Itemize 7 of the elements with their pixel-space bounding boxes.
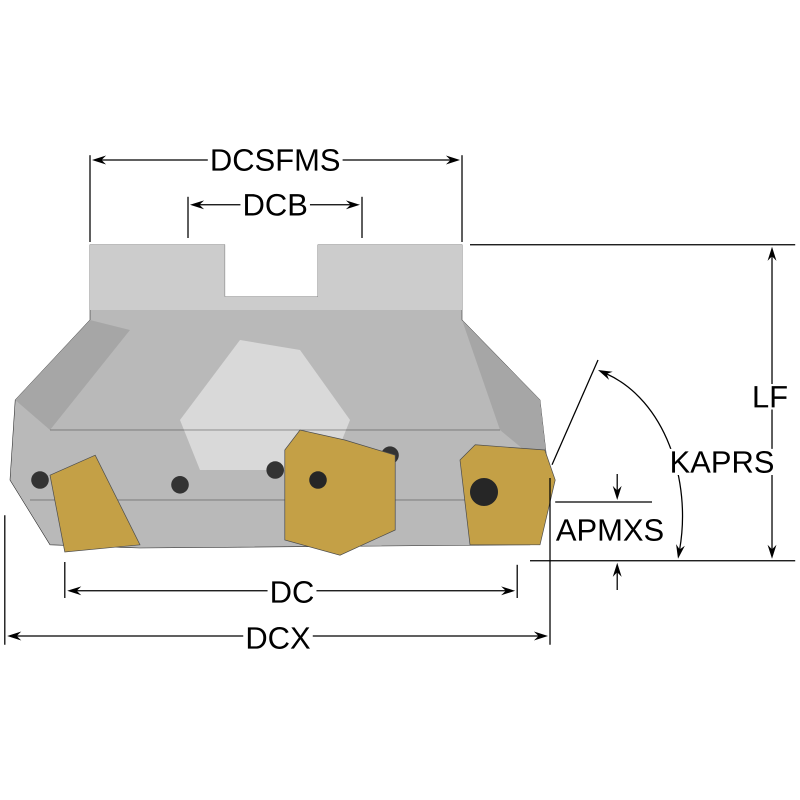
- dimension-label: LF: [750, 384, 790, 410]
- dimension-label: DCB: [240, 192, 310, 218]
- dimension-label: DCSFMS: [208, 146, 343, 174]
- dimension-label: DCX: [243, 624, 313, 652]
- dimension-label: DC: [268, 578, 316, 606]
- dimension-label: KAPRS: [667, 448, 777, 476]
- dimension-label: APMXS: [554, 516, 666, 544]
